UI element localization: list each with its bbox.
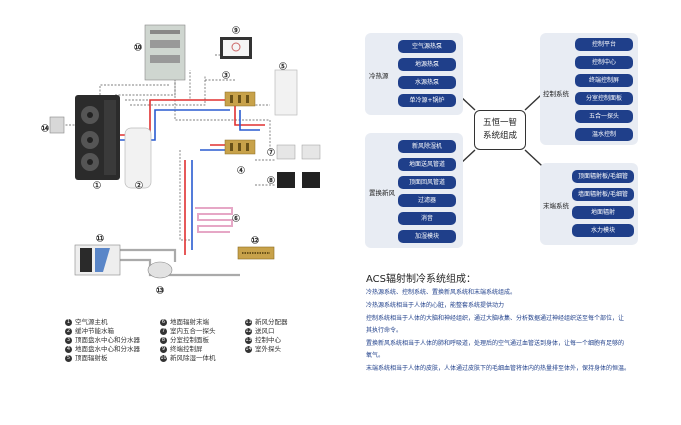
hub-box: 五恒一智 系统组成 (474, 110, 526, 150)
description-line-2: 冷热源系统相当于人体的心脏，能整套系统提供动力 (366, 302, 505, 309)
hub-line-2: 系统组成 (482, 131, 517, 141)
pill-terminal-4: 水力模块 (572, 224, 634, 237)
svg-text:12: 12 (252, 238, 258, 244)
marker-8: 8 (267, 176, 275, 184)
pill-fresh-air-5: 消音 (398, 212, 456, 225)
pill-control-4: 分室控制面板 (575, 92, 633, 105)
pill-fresh-air-1: 新风除湿机 (398, 140, 456, 153)
pill-control-5: 五合一探头 (575, 110, 633, 123)
group-title-terminal: 末端系统 (543, 202, 569, 210)
pill-fresh-air-4: 过滤器 (398, 194, 456, 207)
marker-9: 9 (232, 26, 240, 34)
fresh-air-unit-icon (74, 244, 121, 276)
description-title: ACS辐射制冷系统组成： (366, 274, 476, 285)
marker-6: 6 (232, 214, 240, 222)
room-panel-icon (277, 172, 320, 188)
pill-fresh-air-3: 顶面回风管道 (398, 176, 456, 189)
supply-vent-icon (237, 246, 275, 260)
floor-coil-icon (195, 207, 233, 233)
svg-text:8: 8 (269, 178, 272, 184)
description-line-1: 冷热源系统、控制系统、置换新风系统和末端系统组成。 (366, 289, 517, 296)
description-line-6: 氧气。 (366, 352, 385, 359)
marker-7: 7 (267, 148, 275, 156)
pill-control-6: 温水控制 (575, 128, 633, 141)
radiant-panel-icon (274, 69, 298, 116)
air-distributor-icon (147, 261, 173, 279)
marker-4: 4 (237, 166, 245, 174)
description-line-5: 置换新风系统相当于人体的肺和呼吸道，处理后的空气通过血管送到身体，让每一个细胞有… (366, 340, 625, 347)
svg-text:14: 14 (42, 126, 48, 132)
svg-text:7: 7 (269, 150, 272, 156)
svg-text:10: 10 (135, 45, 141, 51)
description-line-3: 控制系统相当于人体的大脑和神经组织，通过大脑收集、分析数据通过神经组织送至每个部… (366, 315, 625, 322)
pill-control-2: 控制中心 (575, 56, 633, 69)
pill-terminal-1: 顶面辐射板/毛细管 (572, 170, 634, 183)
marker-12: 12 (251, 236, 259, 244)
outdoor-probe-icon (49, 116, 65, 134)
group-control (540, 33, 638, 145)
indoor-sensor-icon (276, 144, 321, 160)
system-schematic: 1 2 3 4 5 6 7 8 9 10 11 12 13 14 (41, 24, 321, 294)
svg-text:5: 5 (281, 64, 284, 70)
pill-cold-heat-2: 地源热泵 (398, 58, 456, 71)
pill-fresh-air-6: 加湿模块 (398, 230, 456, 243)
svg-text:13: 13 (157, 288, 163, 294)
group-title-cold-heat: 冷热源 (369, 72, 389, 80)
pill-control-1: 控制平台 (575, 38, 633, 51)
pill-cold-heat-3: 水源热泵 (398, 76, 456, 89)
marker-2: 2 (135, 181, 143, 189)
svg-text:2: 2 (137, 183, 140, 189)
pill-fresh-air-2: 地面送风管道 (398, 158, 456, 171)
svg-text:11: 11 (97, 236, 103, 242)
description-line-7: 末端系统相当于人体的皮肤，人体通过皮肤下的毛细血管将体内的热量排至体外，保持身体… (366, 365, 631, 372)
pill-cold-heat-4: 单冷源+锅炉 (398, 94, 456, 107)
svg-text:3: 3 (224, 73, 227, 79)
group-title-control: 控制系统 (543, 90, 569, 98)
svg-text:9: 9 (234, 28, 237, 34)
buffer-tank-icon (124, 127, 152, 189)
marker-1: 1 (93, 181, 101, 189)
pill-control-3: 终端控制屏 (575, 74, 633, 87)
control-cabinet-icon (144, 24, 186, 81)
svg-text:6: 6 (234, 216, 237, 222)
hub-line-1: 五恒一智 (482, 118, 517, 128)
pill-terminal-2: 墙面辐射板/毛细管 (572, 188, 634, 201)
pill-terminal-3: 地面辐射 (572, 206, 634, 219)
touch-screen-icon (220, 37, 252, 59)
marker-11: 11 (96, 234, 104, 242)
svg-text:4: 4 (239, 168, 242, 174)
outdoor-unit-icon (75, 95, 120, 180)
group-title-fresh-air: 置换新风 (369, 189, 395, 197)
svg-text:1: 1 (95, 183, 98, 189)
marker-13: 13 (156, 286, 164, 294)
marker-10: 10 (134, 43, 142, 51)
description-line-4: 其执行命令。 (366, 327, 403, 334)
manifold-floor-icon (224, 139, 256, 155)
marker-14: 14 (41, 124, 49, 132)
marker-3: 3 (222, 71, 230, 79)
marker-5: 5 (279, 62, 287, 70)
pill-cold-heat-1: 空气源热泵 (398, 40, 456, 53)
manifold-top-icon (224, 91, 256, 107)
